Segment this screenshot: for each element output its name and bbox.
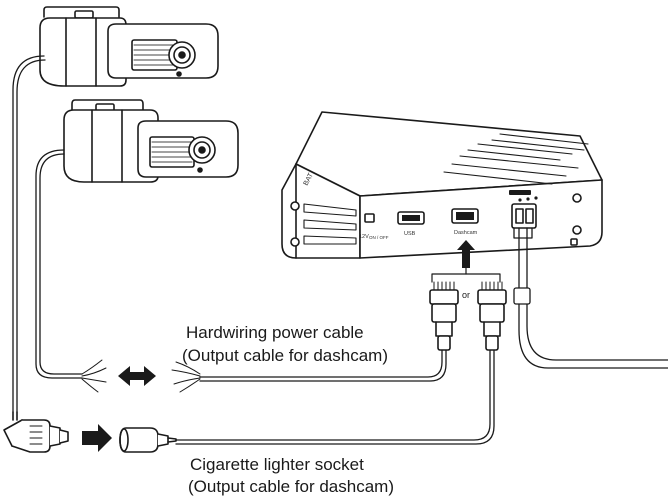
dashcam-top-icon	[39, 6, 219, 87]
hardwiring-label-line2: (Output cable for dashcam)	[182, 346, 388, 365]
dc-power-cable	[513, 227, 668, 369]
hardwiring-cable	[199, 349, 447, 382]
port-usb-label: USB	[404, 231, 416, 237]
connector-socket	[477, 281, 507, 351]
port-onoff-label: ON / OFF	[369, 235, 389, 240]
hardwiring-label-line1: Hardwiring power cable	[186, 323, 364, 342]
plug-icon	[3, 411, 69, 453]
or-label: or	[462, 290, 470, 300]
bare-wires-right	[171, 361, 201, 393]
port-12v-label: 12V	[359, 234, 369, 240]
socket-cable	[175, 349, 495, 445]
cigarette-label-line1: Cigarette lighter socket	[190, 455, 364, 474]
right-arrow-icon	[82, 424, 112, 452]
or-bracket	[431, 267, 501, 283]
dashcam-cables	[12, 55, 83, 413]
cigarette-label-line2: (Output cable for dashcam)	[188, 477, 394, 496]
battery-pack-icon: BAT	[281, 111, 603, 259]
connector-hardwire	[429, 281, 459, 351]
double-arrow-icon	[118, 366, 156, 386]
bare-wires-left	[81, 359, 107, 393]
up-arrow-icon	[457, 240, 475, 268]
socket-icon	[119, 427, 177, 453]
dashcam-bottom-icon	[63, 99, 239, 183]
port-dashcam-label: Dashcam	[454, 230, 478, 236]
